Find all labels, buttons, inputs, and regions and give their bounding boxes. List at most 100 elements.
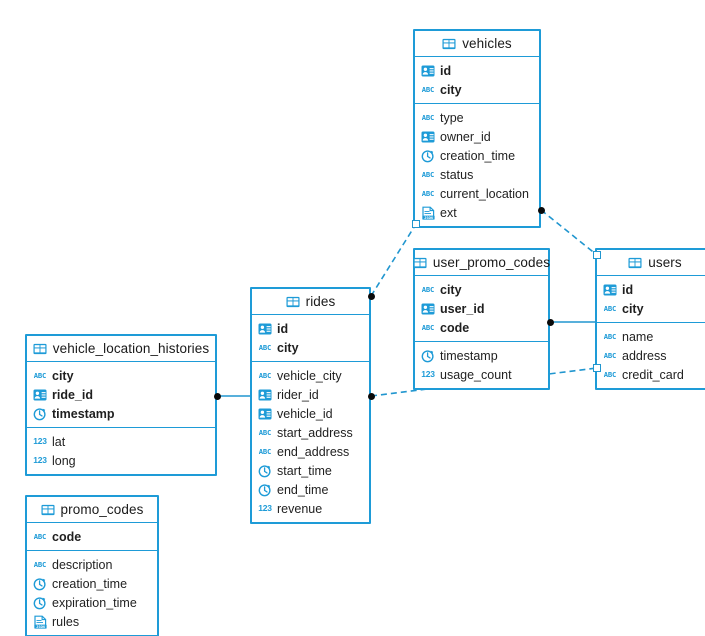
- relationship-from-marker-dot-vehicle-location-histories-to-rides: [213, 392, 221, 400]
- column-row-vehicles-id[interactable]: id: [415, 61, 539, 80]
- table-title: vehicles: [462, 36, 512, 51]
- id-badge-icon: [421, 64, 435, 78]
- relationship-to-marker-square-rides-to-users: [593, 364, 601, 372]
- abc-text-icon: ABC: [258, 427, 272, 437]
- table-header-rides[interactable]: rides: [252, 289, 369, 315]
- abc-text-icon: ABC: [421, 169, 435, 179]
- column-name: ext: [440, 205, 457, 220]
- column-row-rides-end_time[interactable]: end_time: [252, 480, 369, 499]
- column-name: type: [440, 110, 464, 125]
- clock-icon: [258, 483, 272, 497]
- clock-icon: [258, 464, 272, 478]
- column-row-vehicles-creation_time[interactable]: creation_time: [415, 146, 539, 165]
- column-name: city: [622, 301, 644, 316]
- column-name: name: [622, 329, 654, 344]
- column-name: credit_card: [622, 367, 684, 382]
- clock-icon: [421, 349, 435, 363]
- column-row-vehicles-city[interactable]: ABC city: [415, 80, 539, 99]
- column-row-rides-rider_id[interactable]: rider_id: [252, 385, 369, 404]
- column-row-vehicle_location_histories-timestamp[interactable]: timestamp: [27, 404, 215, 423]
- table-header-vehicles[interactable]: vehicles: [415, 31, 539, 57]
- abc-text-icon: ABC: [33, 559, 47, 569]
- relationship-from-marker-dot-vehicles-to-rides: [367, 292, 375, 300]
- id-badge-icon: [421, 302, 435, 316]
- column-name: start_time: [277, 463, 332, 478]
- column-row-rides-start_time[interactable]: start_time: [252, 461, 369, 480]
- column-row-user_promo_codes-user_id[interactable]: user_id: [415, 299, 548, 318]
- column-row-user_promo_codes-timestamp[interactable]: timestamp: [415, 346, 548, 365]
- column-name: code: [52, 529, 82, 544]
- column-name: id: [277, 321, 289, 336]
- relationship-line-vehicles-to-rides[interactable]: [370, 223, 417, 297]
- column-name: timestamp: [440, 348, 498, 363]
- table-header-users[interactable]: users: [597, 250, 705, 276]
- table-title: rides: [305, 294, 336, 309]
- table-header-user_promo_codes[interactable]: user_promo_codes: [413, 250, 551, 276]
- abc-text-icon: ABC: [258, 342, 272, 352]
- column-row-vehicle_location_histories-ride_id[interactable]: ride_id: [27, 385, 215, 404]
- column-name: city: [440, 282, 462, 297]
- column-row-promo_codes-creation_time[interactable]: creation_time: [27, 574, 157, 593]
- column-row-rides-id[interactable]: id: [252, 319, 369, 338]
- abc-text-icon: ABC: [258, 446, 272, 456]
- column-row-vehicles-status[interactable]: ABC status: [415, 165, 539, 184]
- clock-icon: [33, 596, 47, 610]
- column-name: revenue: [277, 501, 323, 516]
- abc-text-icon: ABC: [603, 369, 617, 379]
- abc-text-icon: ABC: [421, 84, 435, 94]
- table-title: vehicle_location_histories: [52, 341, 210, 356]
- abc-text-icon: ABC: [603, 303, 617, 313]
- table-title: user_promo_codes: [432, 255, 551, 270]
- column-name: city: [440, 82, 462, 97]
- column-row-rides-vehicle_id[interactable]: vehicle_id: [252, 404, 369, 423]
- column-row-users-city[interactable]: ABC city: [597, 299, 705, 318]
- column-name: end_time: [277, 482, 329, 497]
- column-name: status: [440, 167, 474, 182]
- column-name: code: [440, 320, 470, 335]
- id-badge-icon: [603, 283, 617, 297]
- table-header-vehicle_location_histories[interactable]: vehicle_location_histories: [27, 336, 215, 362]
- column-row-users-credit_card[interactable]: ABC credit_card: [597, 365, 705, 384]
- column-name: rider_id: [277, 387, 319, 402]
- column-row-users-id[interactable]: id: [597, 280, 705, 299]
- column-row-promo_codes-expiration_time[interactable]: expiration_time: [27, 593, 157, 612]
- id-badge-icon: [33, 388, 47, 402]
- column-name: creation_time: [440, 148, 516, 163]
- clock-icon: [33, 577, 47, 591]
- table-header-promo_codes[interactable]: promo_codes: [27, 497, 157, 523]
- column-row-vehicles-owner_id[interactable]: owner_id: [415, 127, 539, 146]
- column-row-vehicles-ext[interactable]: JSON ext: [415, 203, 539, 222]
- json-doc-icon: JSON: [421, 206, 435, 220]
